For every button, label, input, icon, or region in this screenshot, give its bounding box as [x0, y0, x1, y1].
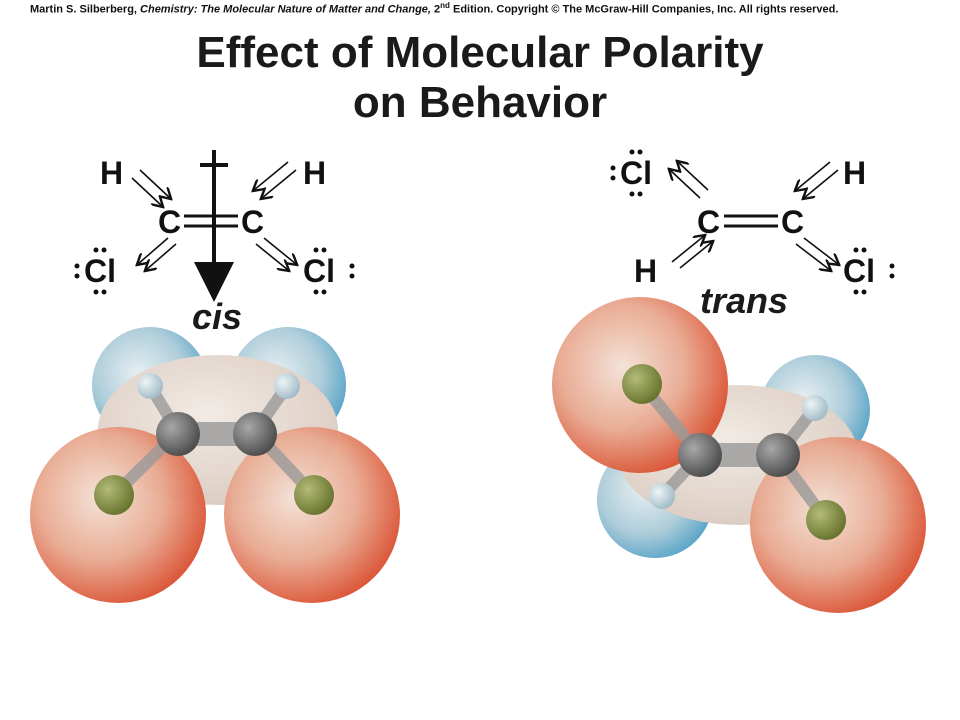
trans-c-right: C: [781, 204, 804, 240]
cis-h-right: H: [303, 155, 326, 191]
cis-cl-region-right: [224, 427, 400, 603]
cis-cl-region-left: [30, 427, 206, 603]
trans-c-atom-left: [678, 433, 722, 477]
trans-h-atom-top: [802, 395, 828, 421]
trans-dipole-arrows: [670, 162, 838, 270]
cis-h-atom-left: [137, 373, 163, 399]
trans-label: trans: [700, 280, 789, 321]
cis-h-atom-right: [274, 373, 300, 399]
trans-cl-top-lone-pairs: [610, 149, 643, 197]
credit-book-title: Chemistry: The Molecular Nature of Matte…: [140, 3, 431, 16]
trans-cl-atom-bottom: [806, 500, 846, 540]
cis-c-atom-left: [156, 412, 200, 456]
trans-cl-top: Cl: [620, 155, 652, 191]
page-title: Effect of Molecular Polarity on Behavior: [0, 28, 960, 128]
trans-h-atom-bottom: [649, 483, 675, 509]
trans-h-bottom: H: [634, 253, 657, 289]
cis-electrostatic-model: [30, 327, 400, 603]
cis-cl-atom-right: [294, 475, 334, 515]
trans-cl-atom-top: [622, 364, 662, 404]
credit-author: Martin S. Silberberg,: [30, 3, 137, 16]
credit-copyright: Edition. Copyright © The McGraw-Hill Com…: [453, 3, 839, 16]
cis-cl-left-lone-pairs: [74, 247, 107, 295]
trans-structure: Cl H C C H Cl: [610, 149, 895, 295]
credit-edition-suffix: nd: [440, 1, 450, 10]
title-line-2: on Behavior: [352, 78, 608, 127]
copyright-credit: Martin S. Silberberg, Chemistry: The Mol…: [30, 1, 838, 16]
cis-c-left: C: [158, 204, 181, 240]
cis-c-right: C: [241, 204, 264, 240]
cis-structure: H H C C Cl Cl: [74, 150, 355, 302]
cis-c-atom-right: [233, 412, 277, 456]
cis-cl-right: Cl: [303, 253, 335, 289]
trans-cl-bottom-lone-pairs: [853, 247, 895, 295]
cis-cl-left: Cl: [84, 253, 116, 289]
trans-c-atom-right: [756, 433, 800, 477]
trans-electrostatic-model: [552, 297, 926, 613]
cis-label: cis: [192, 296, 243, 337]
title-line-1: Effect of Molecular Polarity: [196, 28, 764, 77]
trans-c-left: C: [697, 204, 720, 240]
cis-h-left: H: [100, 155, 123, 191]
cis-cl-atom-left: [94, 475, 134, 515]
cis-dipole-arrows: [131, 161, 296, 270]
trans-cl-bottom: Cl: [843, 253, 875, 289]
credit-edition-number: 2: [434, 3, 441, 16]
trans-h-top: H: [843, 155, 866, 191]
cis-cl-right-lone-pairs: [313, 247, 355, 295]
